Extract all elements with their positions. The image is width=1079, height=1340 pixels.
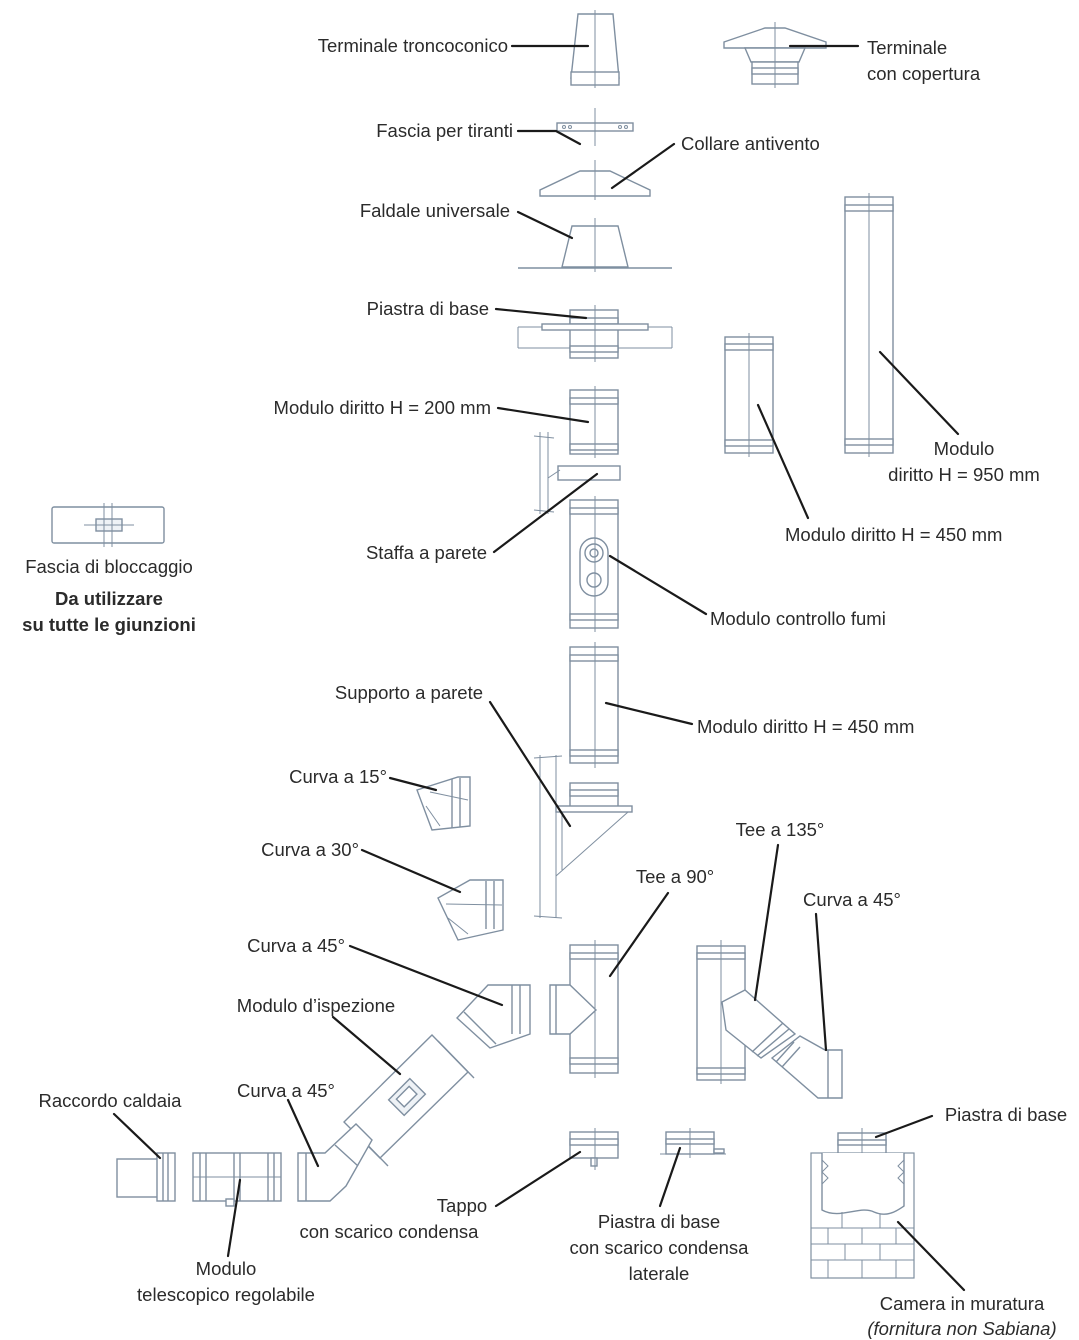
label-piastra-scarico-2: con scarico condensa (570, 1237, 750, 1258)
tee-90-part (549, 940, 619, 1078)
label-terminale-copertura-2: con copertura (867, 63, 981, 84)
label-modulo-200: Modulo diritto H = 200 mm (274, 397, 491, 418)
curva-45-left-part (456, 984, 531, 1049)
terminale-troncoconico-part (570, 10, 620, 88)
label-piastra-base-br: Piastra di base (945, 1104, 1067, 1125)
label-tee-135: Tee a 135° (736, 819, 825, 840)
tee-135-part (696, 940, 797, 1084)
leader-piastra-base-top (494, 307, 588, 320)
leader-modulo-950 (878, 350, 960, 436)
leader-ispezione (331, 1015, 402, 1076)
leader-tee-90 (608, 891, 670, 978)
faldale-universale-part (518, 218, 672, 272)
label-curva-45-right: Curva a 45° (803, 889, 901, 910)
label-tee-90: Tee a 90° (636, 866, 714, 887)
label-modulo-ispezione: Modulo d’ispezione (237, 995, 395, 1016)
label-piastra-scarico-3: laterale (629, 1263, 690, 1284)
label-piastra-base-top: Piastra di base (367, 298, 489, 319)
label-da-utilizzare-2: su tutte le giunzioni (22, 614, 196, 635)
modulo-450-right-part (724, 333, 774, 457)
leader-tee-135 (753, 843, 780, 1002)
fascia-tiranti-part (556, 108, 634, 146)
label-fascia-tiranti: Fascia per tiranti (376, 120, 513, 141)
leader-piastra-base-br (874, 1114, 934, 1139)
label-faldale-universale: Faldale universale (360, 200, 510, 221)
label-collare-antivento: Collare antivento (681, 133, 820, 154)
leader-curva-15 (388, 776, 438, 792)
leader-modulo-450-right (756, 403, 810, 520)
label-curva-45-left: Curva a 45° (247, 935, 345, 956)
leader-piastra-scarico (658, 1146, 682, 1208)
supporto-parete-part (533, 755, 633, 919)
label-modulo-450-right: Modulo diritto H = 450 mm (785, 524, 1002, 545)
modulo-controllo-fumi-part (569, 496, 619, 632)
label-raccordo-caldaia: Raccordo caldaia (39, 1090, 183, 1111)
leader-modulo-450-mid (604, 701, 694, 726)
label-da-utilizzare-1: Da utilizzare (55, 588, 163, 609)
leader-collare-antivento (610, 142, 676, 190)
curva-15-part (416, 776, 471, 831)
curva-30-part (437, 879, 504, 941)
leader-staffa (492, 472, 599, 554)
leader-controllo-fumi (608, 554, 708, 616)
piastra-scarico-laterale-part (660, 1128, 726, 1158)
label-modulo-telescopico-2: telescopico regolabile (137, 1284, 315, 1305)
label-tappo-1: Tappo (437, 1195, 487, 1216)
leader-tappo (494, 1150, 582, 1208)
label-camera-muratura: Camera in muratura (880, 1293, 1045, 1314)
label-modulo-450-mid: Modulo diritto H = 450 mm (697, 716, 914, 737)
leader-raccordo (112, 1112, 162, 1160)
fascia-bloccaggio-part (51, 503, 165, 547)
label-piastra-scarico-1: Piastra di base (598, 1211, 720, 1232)
label-staffa-parete: Staffa a parete (366, 542, 487, 563)
label-modulo-controllo-fumi: Modulo controllo fumi (710, 608, 886, 629)
camera-muratura-part (810, 1128, 915, 1279)
leader-fascia-tiranti (516, 129, 582, 146)
leader-lines (112, 44, 966, 1292)
label-fascia-bloccaggio: Fascia di bloccaggio (25, 556, 193, 577)
label-terminale-copertura-1: Terminale (867, 37, 947, 58)
label-terminale-troncoconico: Terminale troncoconico (318, 35, 508, 56)
leader-curva-45-left (348, 944, 504, 1007)
tappo-part (569, 1128, 619, 1170)
modulo-ispezione-part (343, 1034, 475, 1167)
leader-curva-45-right (814, 912, 828, 1052)
collare-antivento-part (539, 160, 651, 200)
leader-telescopico (226, 1178, 242, 1258)
curva-45-right-part (770, 1035, 843, 1099)
raccordo-caldaia-part (116, 1152, 176, 1202)
labels: Terminale troncoconico Terminale con cop… (22, 35, 1067, 1339)
leader-supporto (488, 700, 572, 828)
leader-curva-30 (360, 848, 462, 894)
leader-curva-45-bottom (286, 1098, 320, 1168)
leader-modulo-200 (496, 406, 590, 424)
label-fornitura: (fornitura non Sabiana) (867, 1318, 1056, 1339)
leader-camera (896, 1220, 966, 1292)
modulo-950-part (844, 193, 894, 457)
label-supporto-parete: Supporto a parete (335, 682, 483, 703)
label-modulo-telescopico-1: Modulo (196, 1258, 257, 1279)
label-curva-45-bottom: Curva a 45° (237, 1080, 335, 1101)
label-modulo-950-1: Modulo (934, 438, 995, 459)
label-modulo-950-2: diritto H = 950 mm (888, 464, 1040, 485)
label-curva-15: Curva a 15° (289, 766, 387, 787)
modulo-200-part (569, 386, 619, 458)
terminale-copertura-part (723, 22, 827, 88)
leader-faldale (516, 210, 574, 240)
curva-45-bottom-part (297, 1123, 373, 1202)
label-tappo-2: con scarico condensa (300, 1221, 480, 1242)
label-curva-30: Curva a 30° (261, 839, 359, 860)
